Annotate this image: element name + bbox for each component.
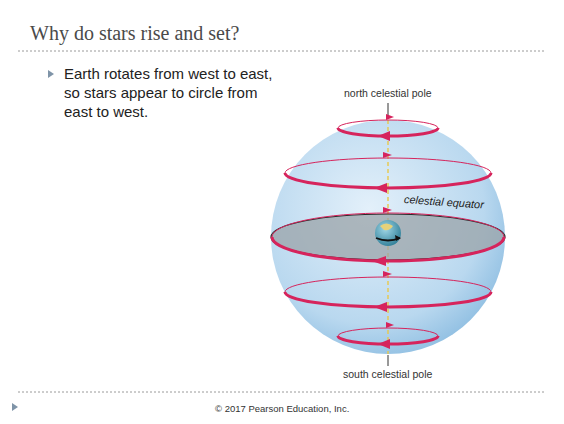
bullet-text: Earth rotates from west to east, so star… (64, 64, 274, 121)
slide-title: Why do stars rise and set? (30, 22, 239, 45)
copyright-footer: © 2017 Pearson Education, Inc. (215, 403, 349, 414)
pole-label: north celestial pole (344, 87, 432, 99)
pole-label: south celestial pole (343, 368, 432, 380)
